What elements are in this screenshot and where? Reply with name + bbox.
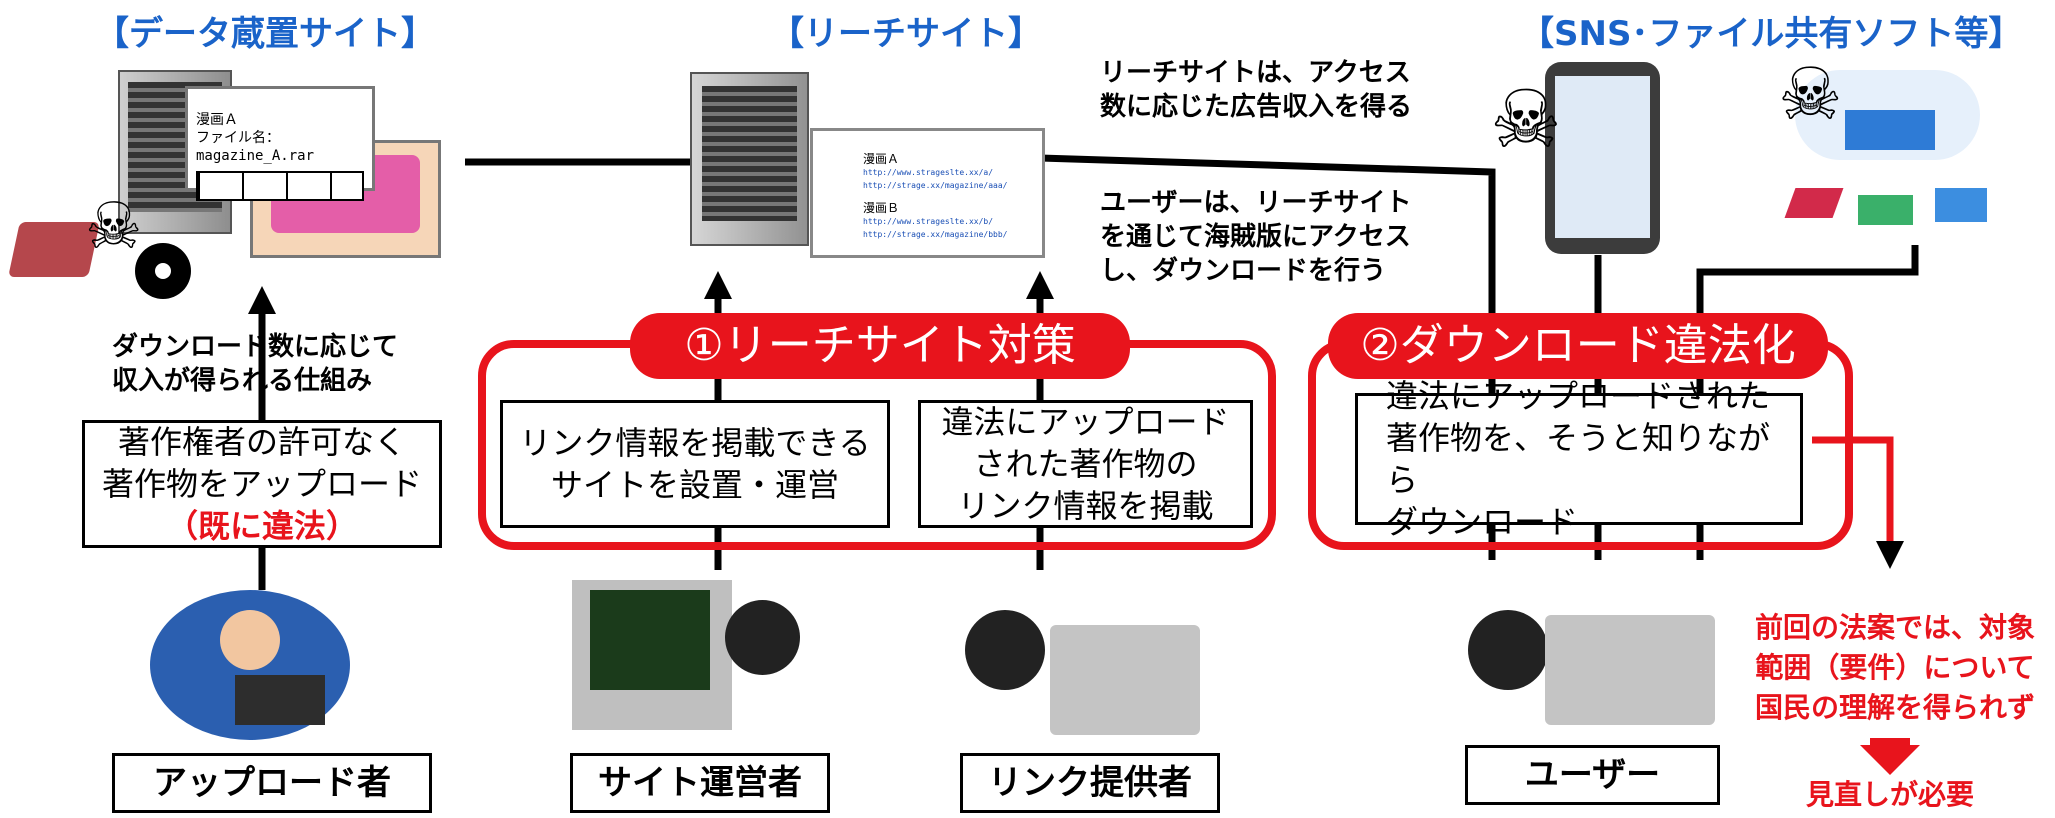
note-text: ダウンロード数に応じて 収入が得られる仕組み <box>112 330 398 398</box>
reach-site-window: 漫画Ａ http://www.strageslte.xx/a/ http://s… <box>810 128 1045 258</box>
skull-icon: ☠ <box>1490 73 1562 166</box>
already-illegal-label: （既に違法） <box>165 507 358 545</box>
role-site-operator: サイト運営者 <box>570 753 830 813</box>
skull-icon: ☠ <box>1778 52 1843 136</box>
laptop-icon <box>1050 625 1200 735</box>
screen-link: http://www.strageslte.xx/a/ <box>863 168 994 177</box>
skull-icon: ☠ <box>85 190 143 264</box>
cloud-icon <box>1795 70 1980 160</box>
link-site-box: リンク情報を掲載できる サイトを設置・運営 <box>500 400 890 528</box>
screen-link: http://strage.xx/magazine/aaa/ <box>863 181 1008 190</box>
file-window: 漫画Ａ ファイル名：magazine_A.rar <box>185 86 375 201</box>
review-line: 前回の法案では、対象 <box>1754 611 2035 644</box>
screen-text: 漫画Ｂ <box>863 201 900 215</box>
operator-illustration <box>572 580 732 730</box>
film-reel-icon <box>135 243 191 299</box>
note-line: ダウンロード数に応じて <box>112 332 399 362</box>
note-line: ユーザーは、リーチサイト <box>1100 188 1412 218</box>
screen-link: http://strage.xx/magazine/bbb/ <box>863 230 1008 239</box>
screen-text: 漫画Ａ <box>863 152 900 166</box>
box-line: 著作物をアップロード <box>101 465 422 503</box>
operator-person-illustration <box>725 600 800 675</box>
box-line: リンク情報を掲載できる <box>519 424 871 462</box>
box-line: された著作物の <box>973 445 1198 483</box>
screen-link: http://www.strageslte.xx/b/ <box>863 217 994 226</box>
download-box: 違法にアップロードされた 著作物を、そうと知りながら ダウンロード <box>1355 377 1803 541</box>
header-reach-site: 【リーチサイト】 <box>770 14 1042 54</box>
role-uploader: アップロード者 <box>112 753 432 813</box>
server-icon <box>690 72 809 246</box>
laptop-icon <box>1545 615 1715 725</box>
review-note: 前回の法案では、対象 範囲（要件）について 国民の理解を得られず <box>1745 608 2045 728</box>
note-line: リーチサイトは、アクセス <box>1100 58 1411 88</box>
red-arrow <box>1812 436 1904 569</box>
note-text: ユーザーは、リーチサイト を通じて海賊版にアクセス し、ダウンロードを行う <box>1100 186 1411 288</box>
red-down-arrow <box>1860 745 1920 775</box>
box-line: ダウンロード <box>1386 503 1579 541</box>
link-info-box: 違法にアップロード された著作物の リンク情報を掲載 <box>918 400 1253 528</box>
review-line: 範囲（要件）について <box>1755 651 2035 684</box>
upload-box: 著作権者の許可なく 著作物をアップロード （既に違法） <box>82 420 442 548</box>
box-line: サイトを設置・運営 <box>550 466 839 504</box>
note-text: リーチサイトは、アクセス 数に応じた広告収入を得る <box>1100 56 1412 124</box>
role-link-provider: リンク提供者 <box>960 753 1220 813</box>
header-data-site: 【データ蔵置サイト】 <box>95 14 435 54</box>
review-line: 国民の理解を得られず <box>1754 691 2035 724</box>
laptop-icon <box>1858 195 1913 225</box>
review-conclusion: 見直しが必要 <box>1805 778 1974 811</box>
monitor-icon <box>1935 188 1987 222</box>
box-line: 違法にアップロード <box>941 403 1230 441</box>
note-line: 数に応じた広告収入を得る <box>1100 92 1413 122</box>
note-line: を通じて海賊版にアクセス <box>1100 222 1411 252</box>
box-line: 著作権者の許可なく <box>117 423 406 461</box>
box-line: リンク情報を掲載 <box>957 487 1214 525</box>
uploader-illustration <box>150 590 350 740</box>
box-line: 著作物を、そうと知りながら <box>1386 419 1771 499</box>
smartphone-icon <box>1545 62 1660 254</box>
box-line: 違法にアップロードされた <box>1386 377 1771 415</box>
note-line: し、ダウンロードを行う <box>1100 256 1387 286</box>
note-line: 収入が得られる仕組み <box>112 366 373 396</box>
user-illustration <box>1468 610 1548 690</box>
reach-measure-label: ①リーチサイト対策 <box>630 313 1130 379</box>
download-measure-label: ②ダウンロード違法化 <box>1328 313 1828 379</box>
role-user: ユーザー <box>1465 745 1720 805</box>
header-sns: 【SNS･ファイル共有ソフト等】 <box>1520 14 2023 54</box>
screen-text: 漫画Ａ <box>196 112 238 128</box>
screen-text: ファイル名：magazine_A.rar <box>196 130 315 164</box>
link-provider-illustration <box>965 610 1045 690</box>
